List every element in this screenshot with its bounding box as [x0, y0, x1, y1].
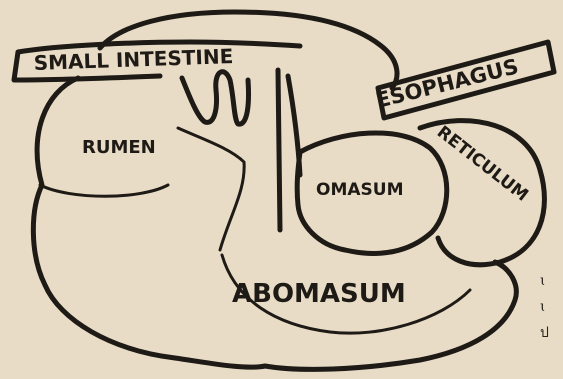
label-omasum: OMASUM [316, 180, 404, 200]
label-rumen: RUMEN [82, 137, 156, 158]
side-mark-3: ป [540, 320, 563, 346]
side-mark-2: ɩ [540, 294, 563, 320]
side-mark-1: ɩ [540, 268, 563, 294]
intestine-loops [182, 72, 249, 124]
label-abomasum: ABOMASUM [232, 279, 406, 309]
